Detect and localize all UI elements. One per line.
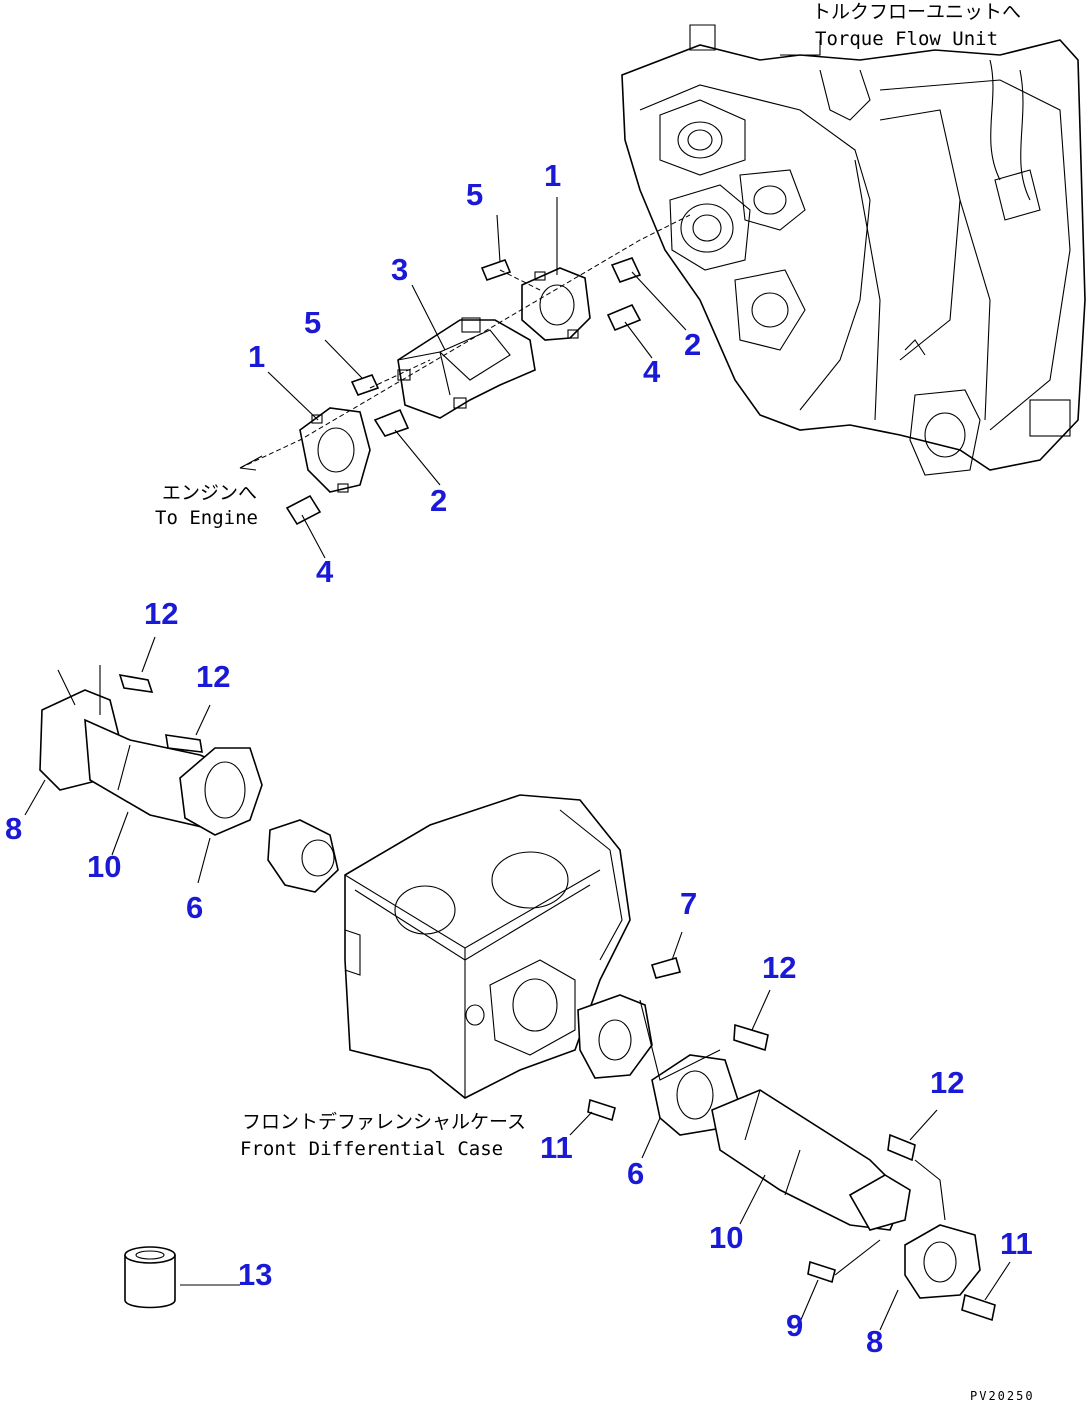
callout-4-upper: 4 <box>643 354 661 389</box>
callout-6-right: 6 <box>627 1156 644 1191</box>
drawing-code: PV20250 <box>970 1389 1035 1403</box>
callout-10-right: 10 <box>709 1220 743 1255</box>
callout-10-left: 10 <box>87 849 121 884</box>
front-differential-case <box>344 794 631 1099</box>
engine-caption-jp: エンジンへ <box>162 482 257 504</box>
callout-4-lower: 4 <box>316 554 334 589</box>
diff-case-caption-en: Front Differential Case <box>240 1138 503 1160</box>
bolt-12-right-a <box>733 1023 769 1052</box>
nut-2-lower <box>373 408 410 437</box>
engine-caption-en: To Engine <box>155 507 258 529</box>
callout-9: 9 <box>786 1308 803 1343</box>
yoke-8-right <box>904 1224 981 1299</box>
flange-left <box>267 819 339 893</box>
bolt-12-left-b <box>165 734 203 753</box>
callout-5-upper: 5 <box>466 177 483 212</box>
bolt-12-right-b <box>887 1133 916 1162</box>
callout-12-left-a: 12 <box>144 596 178 631</box>
right-drive-shaft-group <box>569 931 1011 1331</box>
diff-case-caption-jp: フロントデファレンシャルケース <box>242 1111 526 1133</box>
callout-11-right: 11 <box>1000 1226 1033 1261</box>
callout-5-lower: 5 <box>304 305 321 340</box>
callout-12-left-b: 12 <box>196 659 230 694</box>
callout-2-upper: 2 <box>684 327 701 362</box>
callout-11-left: 11 <box>540 1130 573 1165</box>
callout-3: 3 <box>391 252 408 287</box>
torque-flow-caption-jp: トルクフローユニットへ <box>812 1 1021 23</box>
bolt-11-right-b <box>961 1293 996 1322</box>
nut-2-upper <box>610 257 642 283</box>
bolt-11-right-a <box>587 1098 616 1122</box>
bolt-4-upper <box>606 303 642 332</box>
flange-right <box>577 994 653 1079</box>
yoke-right <box>848 1174 911 1231</box>
callout-12-right-a: 12 <box>762 950 796 985</box>
coupling-upper-left <box>299 407 371 493</box>
callout-13: 13 <box>238 1257 272 1292</box>
callout-1-upper: 1 <box>544 158 561 193</box>
torque-flow-unit-housing <box>621 24 1086 476</box>
torque-flow-caption-en: Torque Flow Unit <box>815 28 998 50</box>
intermediate-shaft <box>397 317 536 419</box>
bolt-5-upper <box>480 258 512 282</box>
coupling-upper-right <box>521 267 591 341</box>
bolt-7 <box>650 957 681 979</box>
upper-drive-shaft-group <box>239 40 821 559</box>
callout-7: 7 <box>680 886 697 921</box>
callout-8-left: 8 <box>5 811 22 846</box>
bolt-4-lower <box>285 494 322 526</box>
bushing-13 <box>124 1246 240 1309</box>
bolt-9 <box>807 1260 836 1284</box>
callout-1-lower: 1 <box>248 339 265 374</box>
bolt-5-lower <box>350 374 380 396</box>
callout-2-lower: 2 <box>430 483 447 518</box>
callout-8-right: 8 <box>866 1324 883 1359</box>
bolt-12-left-a <box>118 673 154 693</box>
callout-6-left: 6 <box>186 890 203 925</box>
coupling-6-left <box>179 747 263 836</box>
callout-12-right-b: 12 <box>930 1065 964 1100</box>
left-drive-shaft-group <box>24 636 339 893</box>
